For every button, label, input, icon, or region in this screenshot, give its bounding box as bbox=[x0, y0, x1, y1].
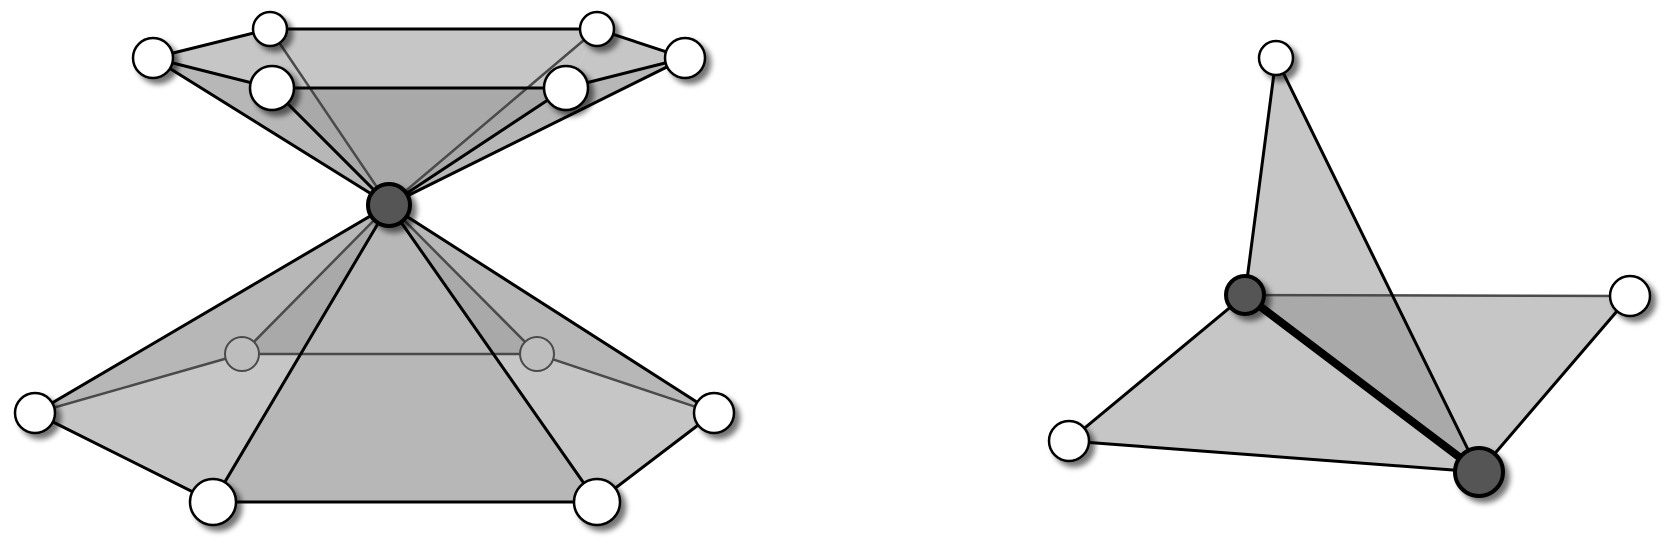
fin-upper-face bbox=[1245, 58, 1392, 295]
front-edge bbox=[211, 203, 391, 504]
front-edge bbox=[33, 203, 391, 415]
front-edge bbox=[387, 203, 599, 504]
vertex-left bbox=[1047, 419, 1091, 463]
vertex-bottom-4 bbox=[188, 477, 238, 527]
back-edge bbox=[268, 27, 391, 207]
front-edge bbox=[1067, 293, 1247, 443]
back-edge bbox=[1243, 293, 1632, 298]
vertex-bottom bbox=[1453, 446, 1505, 498]
pinched-surface-figure bbox=[13, 10, 736, 527]
vertex-right bbox=[1608, 274, 1652, 318]
vertex-bottom-5 bbox=[572, 477, 622, 527]
highlighted-edge bbox=[1241, 291, 1483, 476]
vertex-top-6 bbox=[663, 36, 707, 80]
left-triangle-face bbox=[1069, 295, 1479, 472]
back-edge bbox=[387, 27, 599, 207]
vertex-inner bbox=[1224, 274, 1266, 316]
vertex-top-5 bbox=[542, 64, 590, 112]
vertex-bottom-2 bbox=[224, 336, 260, 372]
front-edge bbox=[1274, 56, 1481, 474]
vertex-apex bbox=[366, 182, 412, 228]
vertex-top bbox=[1257, 39, 1295, 77]
front-edge bbox=[270, 86, 391, 207]
vertex-top-2 bbox=[251, 10, 289, 48]
front-edge bbox=[387, 56, 687, 207]
vertex-bottom-3 bbox=[519, 336, 555, 372]
top-left-cap-face bbox=[153, 29, 272, 88]
front-edge bbox=[1477, 294, 1632, 474]
front-edge bbox=[1243, 56, 1278, 297]
front-edge bbox=[387, 86, 568, 207]
back-edge bbox=[33, 352, 244, 415]
vertex-top-1 bbox=[131, 36, 175, 80]
front-edge bbox=[387, 203, 716, 415]
front-edge bbox=[151, 56, 391, 207]
vertex-bottom-6 bbox=[692, 391, 736, 435]
back-edge bbox=[387, 203, 539, 356]
front-edge bbox=[595, 411, 716, 504]
top-band-face bbox=[270, 29, 597, 88]
folded-surface-figure bbox=[1047, 39, 1652, 498]
front-edge bbox=[33, 411, 215, 504]
vertex-top-3 bbox=[248, 64, 296, 112]
vertex-bottom-1 bbox=[13, 391, 57, 435]
vertex-top-4 bbox=[578, 10, 616, 48]
front-edge bbox=[1067, 439, 1481, 474]
back-edge bbox=[240, 203, 391, 356]
back-edge bbox=[535, 352, 716, 415]
